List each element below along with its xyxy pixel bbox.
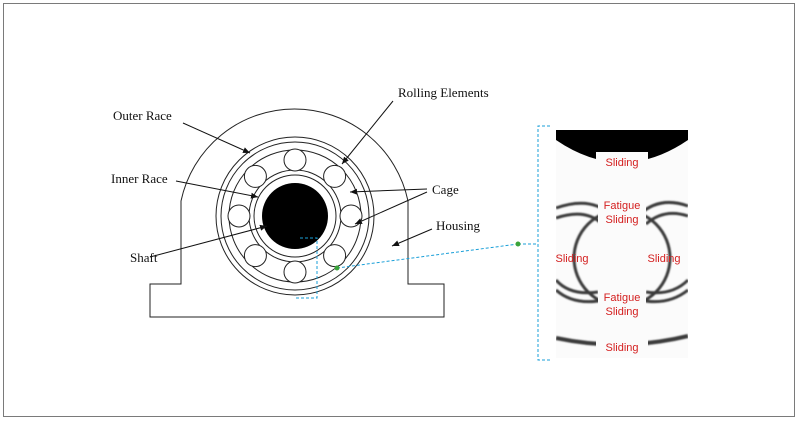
zoom-label-fatigue-bottom: Fatigue bbox=[604, 292, 641, 304]
zoom-marker-target bbox=[515, 241, 521, 247]
zoom-label-sliding-right: Sliding bbox=[647, 253, 680, 265]
shaft bbox=[262, 183, 328, 249]
zoom-detail-panel bbox=[556, 130, 688, 358]
leader-arrows bbox=[149, 100, 433, 258]
label-outer-race: Outer Race bbox=[113, 108, 172, 123]
zoom-connector bbox=[296, 125, 550, 361]
label-rolling-elements: Rolling Elements bbox=[398, 85, 489, 100]
zoom-label-sliding-top: Sliding bbox=[605, 157, 638, 169]
housing-outline bbox=[149, 108, 445, 318]
zoom-label-sliding-left: Sliding bbox=[555, 253, 588, 265]
label-shaft: Shaft bbox=[130, 250, 158, 265]
zoom-label-fatigue-top: Fatigue bbox=[604, 200, 641, 212]
label-inner-race: Inner Race bbox=[111, 171, 168, 186]
zoom-label-fatigue-bottom-sliding: Sliding bbox=[605, 306, 638, 318]
zoom-label-fatigue-top-sliding: Sliding bbox=[605, 214, 638, 226]
label-housing: Housing bbox=[436, 218, 481, 233]
zoom-label-sliding-bottom: Sliding bbox=[605, 342, 638, 354]
rolling-elements bbox=[227, 148, 363, 284]
zoom-marker-source bbox=[334, 265, 340, 271]
label-cage: Cage bbox=[432, 182, 459, 197]
